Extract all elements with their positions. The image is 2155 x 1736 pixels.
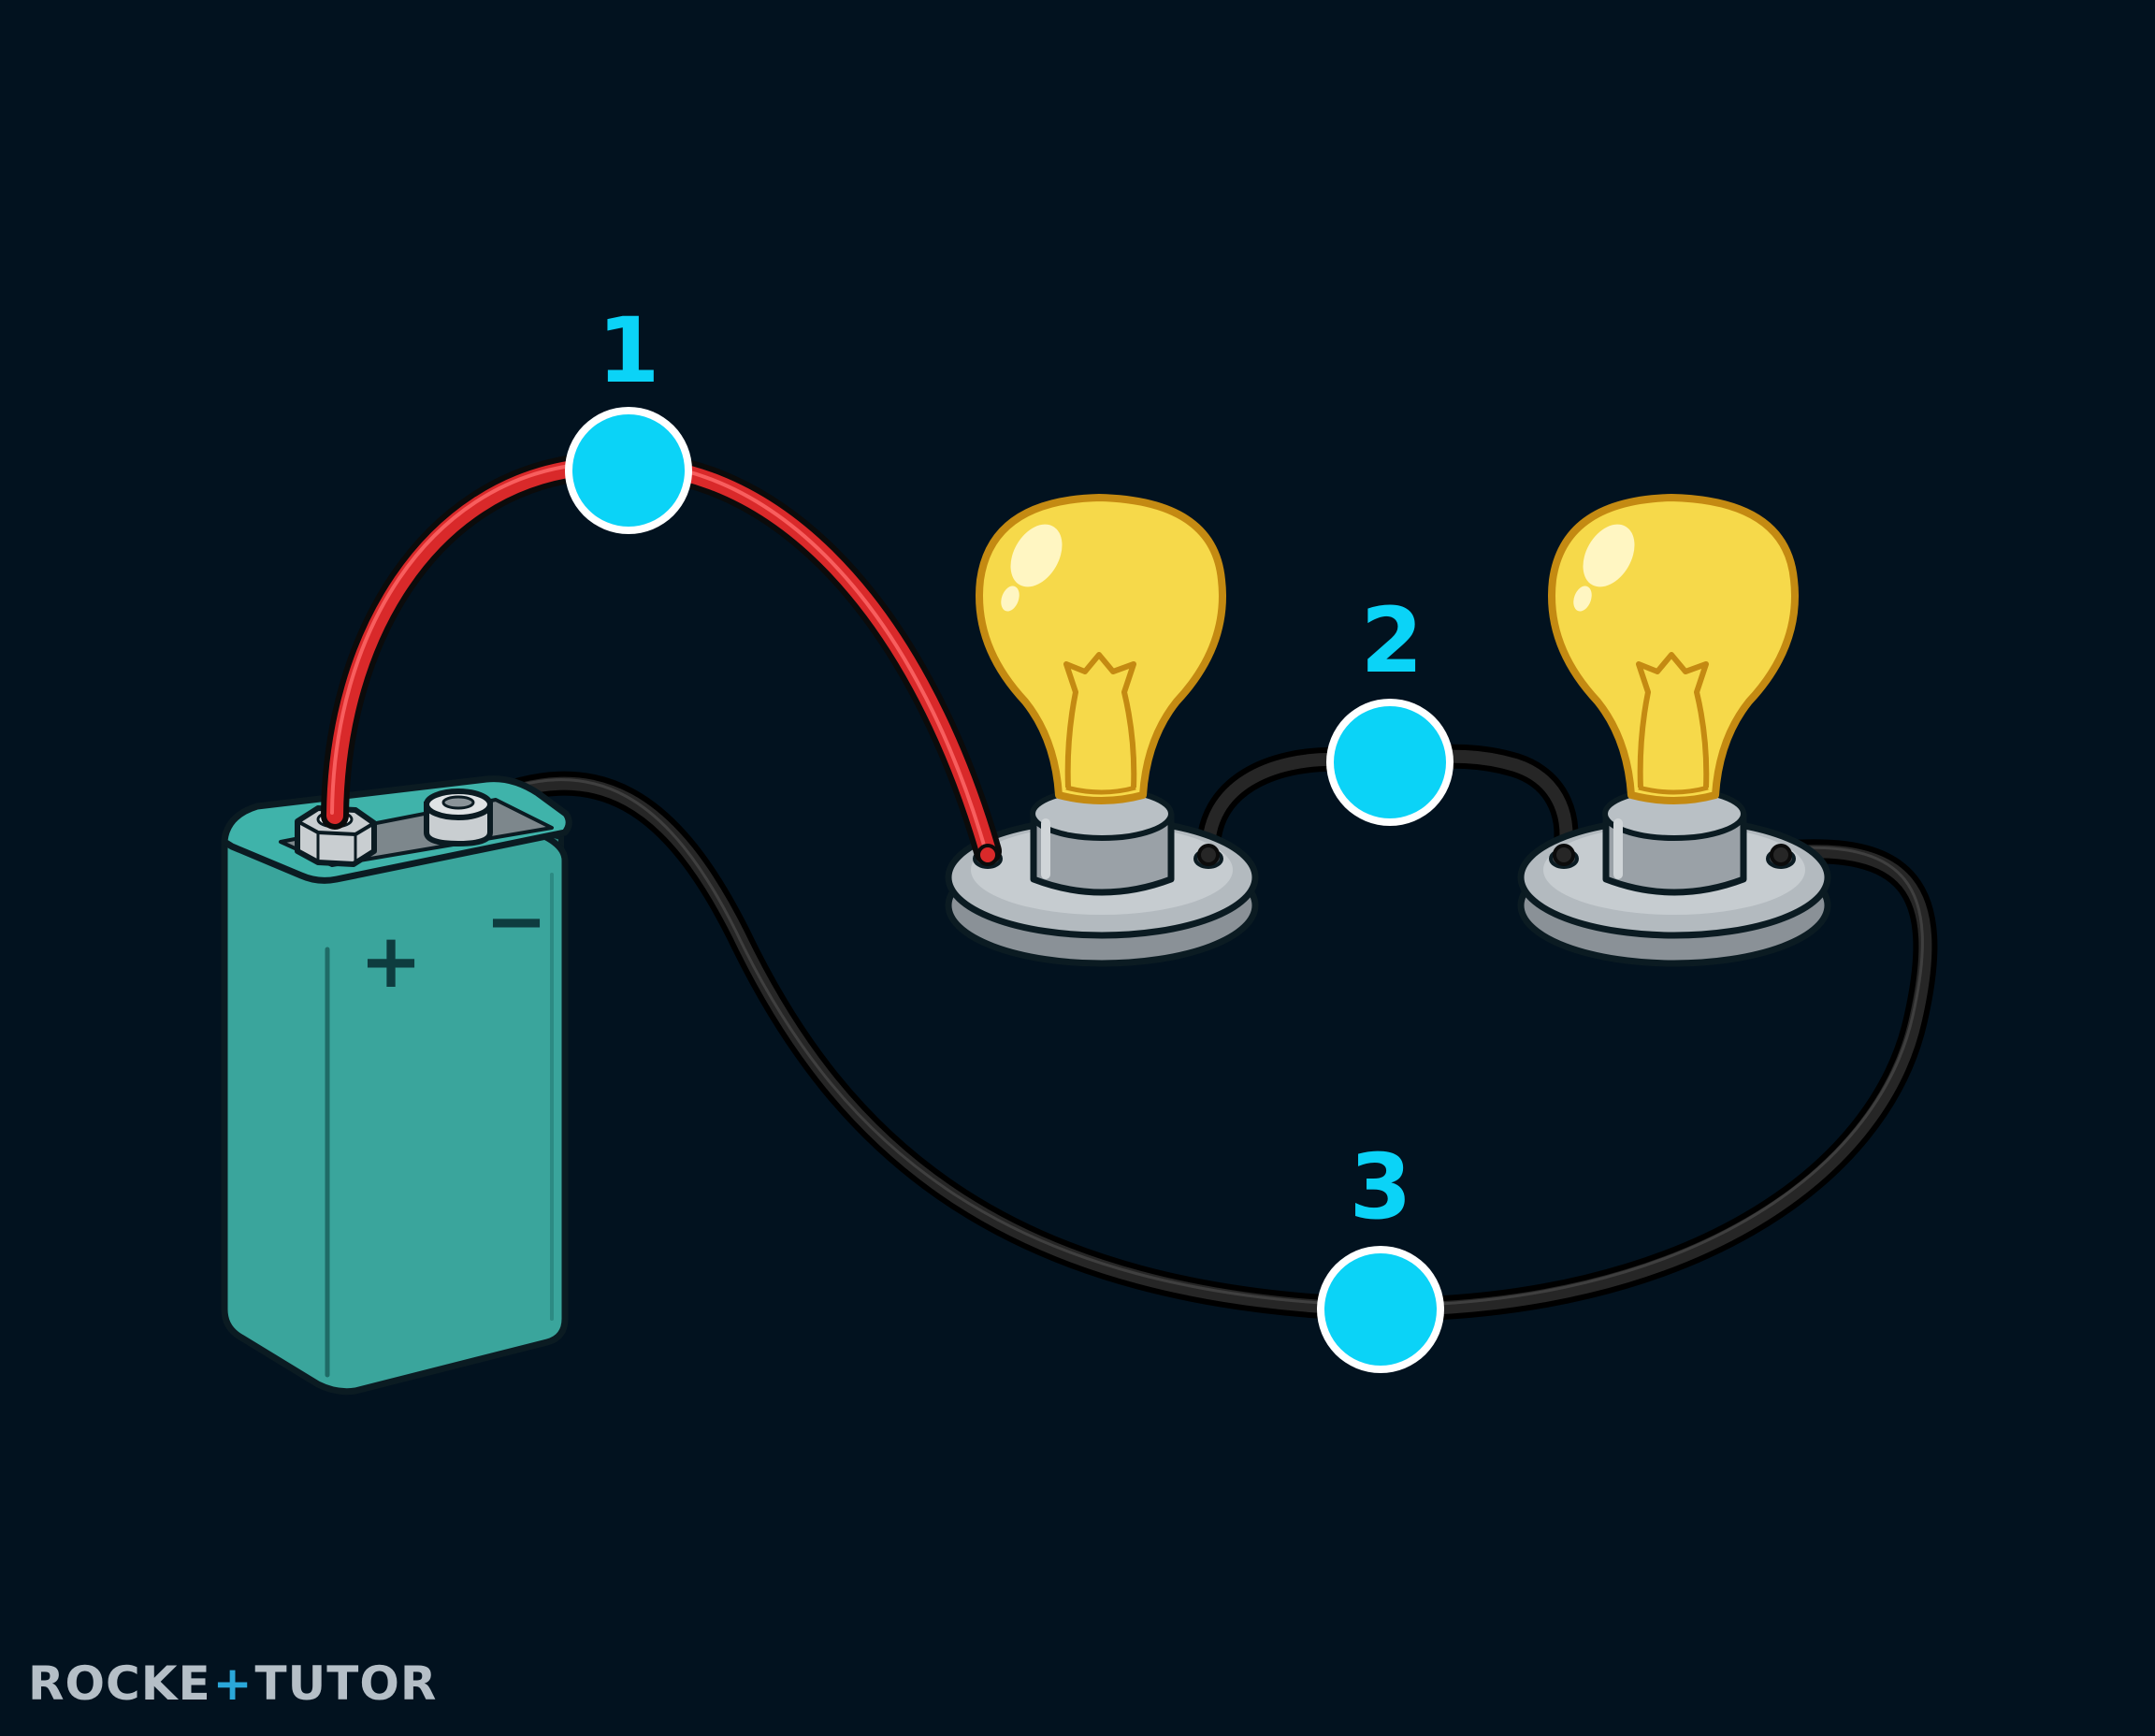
marker-1[interactable]: 1 — [565, 298, 692, 534]
bulb-2 — [1517, 494, 1831, 967]
marker-2[interactable]: 2 — [1326, 588, 1454, 826]
marker-2-label: 2 — [1361, 588, 1424, 693]
bulb-1 — [945, 494, 1259, 967]
marker-1-label: 1 — [598, 298, 660, 403]
negative-terminal — [424, 788, 493, 847]
marker-3[interactable]: 3 — [1317, 1135, 1444, 1373]
marker-3-label: 3 — [1350, 1135, 1412, 1239]
minus-sign: − — [485, 877, 547, 964]
brand-left: ROCKE — [28, 1656, 211, 1711]
brand-right: TUTOR — [254, 1656, 438, 1711]
brand-logo: ROCKE+TUTOR — [28, 1656, 437, 1712]
plus-sign: + — [359, 918, 422, 1005]
brand-glyph: + — [212, 1656, 253, 1711]
battery: + − — [221, 775, 572, 1396]
